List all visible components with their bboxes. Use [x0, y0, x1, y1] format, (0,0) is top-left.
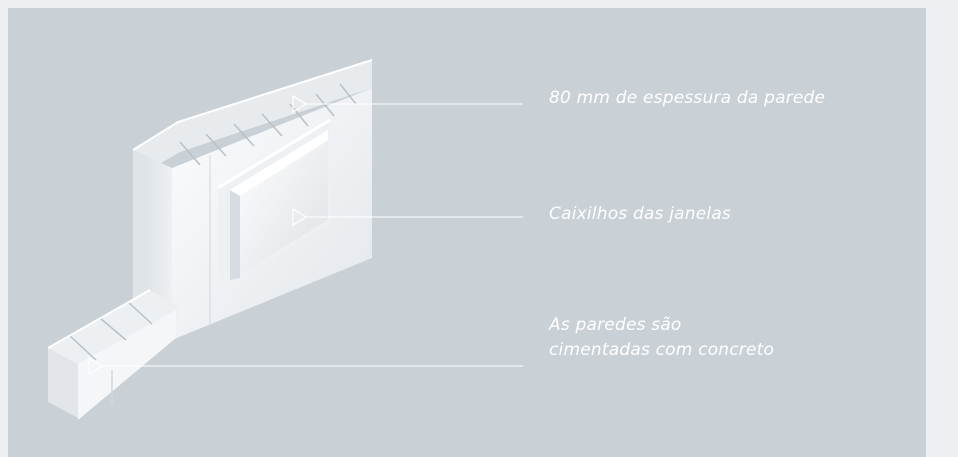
callout-line: As paredes são [549, 315, 682, 335]
arrow-marker-1 [292, 94, 308, 114]
lower-wall-segment [47, 289, 178, 420]
callout-label-window-frames: Caixilhos das janelas [549, 202, 731, 227]
callout-label-concrete-walls: As paredes são cimentadas com concreto [549, 313, 774, 363]
arrow-marker-3 [88, 356, 104, 376]
callout-line: 80 mm de espessura da parede [549, 88, 826, 108]
callout-line: cimentadas com concreto [549, 340, 775, 360]
callout-line: Caixilhos das janelas [549, 204, 731, 224]
arrow-marker-2 [292, 207, 308, 227]
callout-label-wall-thickness: 80 mm de espessura da parede [549, 86, 825, 111]
callout-leaders [88, 94, 523, 376]
window-frame [217, 118, 331, 294]
